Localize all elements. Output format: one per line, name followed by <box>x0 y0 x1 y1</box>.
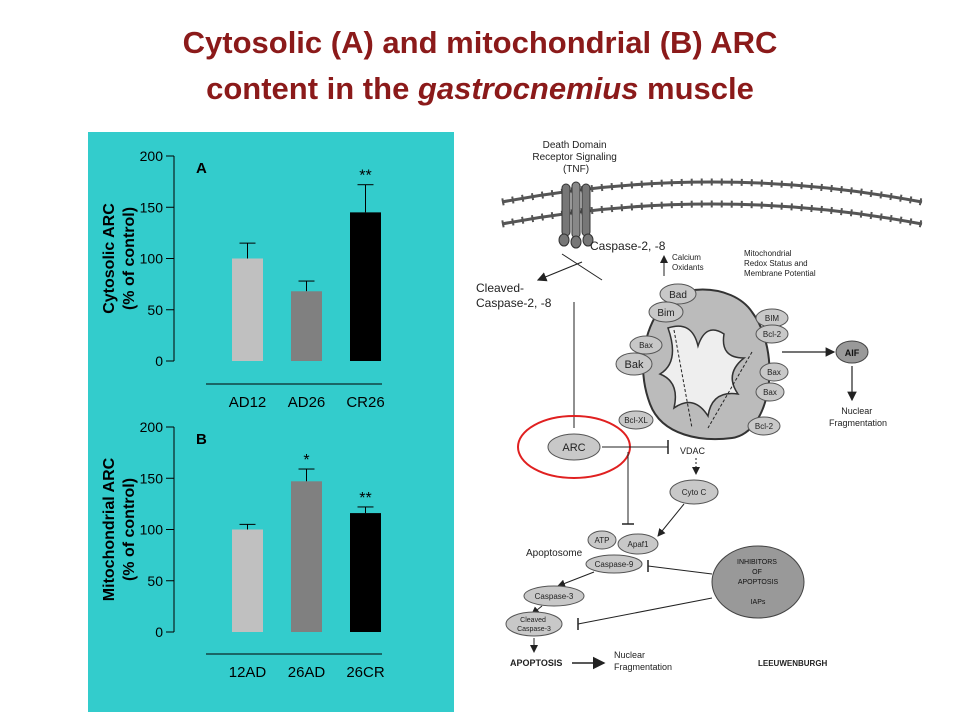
svg-text:AIF: AIF <box>845 348 860 358</box>
bax-left-node: Bax <box>629 335 663 355</box>
mitochondrion-icon <box>642 288 771 441</box>
bim-right-node: BIM <box>755 308 789 328</box>
category-label: AD12 <box>229 394 267 411</box>
cleaved-caspase3-node: Cleaved Caspase-3 <box>505 611 563 637</box>
cleaved-caspase-label: Cleaved- Caspase-2, -8 <box>476 281 552 310</box>
bar-12ad <box>232 529 263 632</box>
death-domain-label: Death Domain Receptor Signaling (TNF) <box>532 140 619 175</box>
y-tick-label: 150 <box>140 470 164 486</box>
svg-text:Bak: Bak <box>625 359 644 371</box>
y-tick-label: 100 <box>140 522 164 538</box>
bar-26ad <box>291 481 322 632</box>
tnf-receptor-icon <box>558 181 594 249</box>
bcl2-top-node: Bcl-2 <box>755 324 789 344</box>
y-tick-label: 50 <box>147 573 163 589</box>
caspase9-node: Caspase-9 <box>585 554 643 574</box>
bar-ad26 <box>291 291 322 361</box>
nuclear-fragmentation-bottom: Nuclear Fragmentation <box>614 650 672 672</box>
y-tick-label: 150 <box>140 199 164 215</box>
bcl2-bottom-node: Bcl-2 <box>747 416 781 436</box>
caspase-2-8-label: Caspase-2, -8 <box>590 239 666 253</box>
significance-mark: ** <box>359 490 371 507</box>
svg-text:Apaf1: Apaf1 <box>628 540 649 549</box>
svg-text:Cyto C: Cyto C <box>682 488 707 497</box>
svg-text:Bax: Bax <box>763 388 777 397</box>
y-axis-label-1: Cytosolic ARC <box>101 203 118 314</box>
svg-text:Bax: Bax <box>639 341 653 350</box>
apoptosis-pathway-diagram: Death Domain Receptor Signaling (TNF) Ca… <box>476 140 923 672</box>
aif-node: AIF <box>835 340 869 364</box>
svg-text:Bim: Bim <box>657 308 674 319</box>
apoptosis-label: APOPTOSIS <box>510 658 562 668</box>
y-tick-label: 0 <box>155 624 163 640</box>
title-line-1: Cytosolic (A) and mitochondrial (B) ARC <box>182 25 778 60</box>
svg-text:Bad: Bad <box>669 290 687 301</box>
vdac-label: VDAC <box>680 446 706 456</box>
inhibitors-node: INHIBITORS OF APOPTOSIS IAPs <box>711 545 805 619</box>
cyto-c-node: Cyto C <box>669 479 719 505</box>
nuclear-fragmentation-right: Nuclear Fragmentation <box>829 406 887 428</box>
arc-node: ARC <box>547 433 601 461</box>
panel-label-B: B <box>196 431 207 448</box>
title-prefix: content in the <box>206 71 418 106</box>
title-muscle: gastrocnemius <box>417 71 639 106</box>
category-label: 26AD <box>288 664 326 681</box>
svg-text:BIM: BIM <box>765 314 780 323</box>
significance-mark: * <box>303 452 309 469</box>
svg-text:Caspase-3: Caspase-3 <box>535 592 574 601</box>
category-label: CR26 <box>346 394 384 411</box>
title-suffix: muscle <box>638 71 754 106</box>
category-label: 26CR <box>346 664 385 681</box>
svg-text:ARC: ARC <box>562 442 585 454</box>
y-tick-label: 200 <box>140 148 164 164</box>
category-label: 12AD <box>229 664 267 681</box>
apaf1-node: Apaf1 <box>617 533 659 555</box>
bak-node: Bak <box>615 352 653 376</box>
y-tick-label: 0 <box>155 353 163 369</box>
bar-26cr <box>350 513 381 632</box>
author-label: LEEUWENBURGH <box>758 659 828 668</box>
bclxl-node: Bcl-XL <box>618 410 654 430</box>
title-line-2: content in the gastrocnemius muscle <box>0 66 960 112</box>
bad-node: Bad <box>659 283 697 305</box>
svg-text:INHIBITORS OF APOP: INHIBITORS OF APOPTOSIS <box>737 559 779 586</box>
svg-text:Bcl-XL: Bcl-XL <box>624 416 648 425</box>
mito-redox-label: Mitochondrial Redox Status and Membrane … <box>744 249 816 278</box>
y-axis-unit-2: (% of control) <box>121 478 138 581</box>
caspase3-node: Caspase-3 <box>523 585 585 607</box>
y-axis-label-2: Mitochondrial ARC <box>101 457 118 601</box>
bax-right1-node: Bax <box>759 362 789 382</box>
y-tick-label: 50 <box>147 302 163 318</box>
y-tick-label: 200 <box>140 419 164 435</box>
category-label: AD26 <box>288 394 326 411</box>
svg-text:Cleaved Caspase-3: Cleaved Caspase-3 <box>517 617 551 633</box>
y-axis-unit-1: (% of control) <box>121 207 138 310</box>
apoptosome-label: Apoptosome <box>526 548 583 559</box>
bar-ad12 <box>232 258 263 361</box>
panel-label-A: A <box>196 160 207 177</box>
svg-text:ATP: ATP <box>595 536 610 545</box>
bar-cr26 <box>350 212 381 361</box>
bim-left-node: Bim <box>648 301 684 323</box>
y-tick-label: 100 <box>140 251 164 267</box>
svg-text:Caspase-9: Caspase-9 <box>595 560 634 569</box>
svg-text:Bcl-2: Bcl-2 <box>763 330 782 339</box>
page-title: Cytosolic (A) and mitochondrial (B) ARC … <box>0 20 960 112</box>
significance-mark: ** <box>359 168 371 185</box>
svg-text:IAPs: IAPs <box>751 599 766 606</box>
calcium-oxidants-label: Calcium Oxidants <box>672 253 704 272</box>
cell-membrane <box>501 178 923 228</box>
svg-text:Bax: Bax <box>767 368 781 377</box>
bax-right2-node: Bax <box>755 382 785 402</box>
atp-node: ATP <box>587 530 617 550</box>
svg-text:Bcl-2: Bcl-2 <box>755 422 774 431</box>
